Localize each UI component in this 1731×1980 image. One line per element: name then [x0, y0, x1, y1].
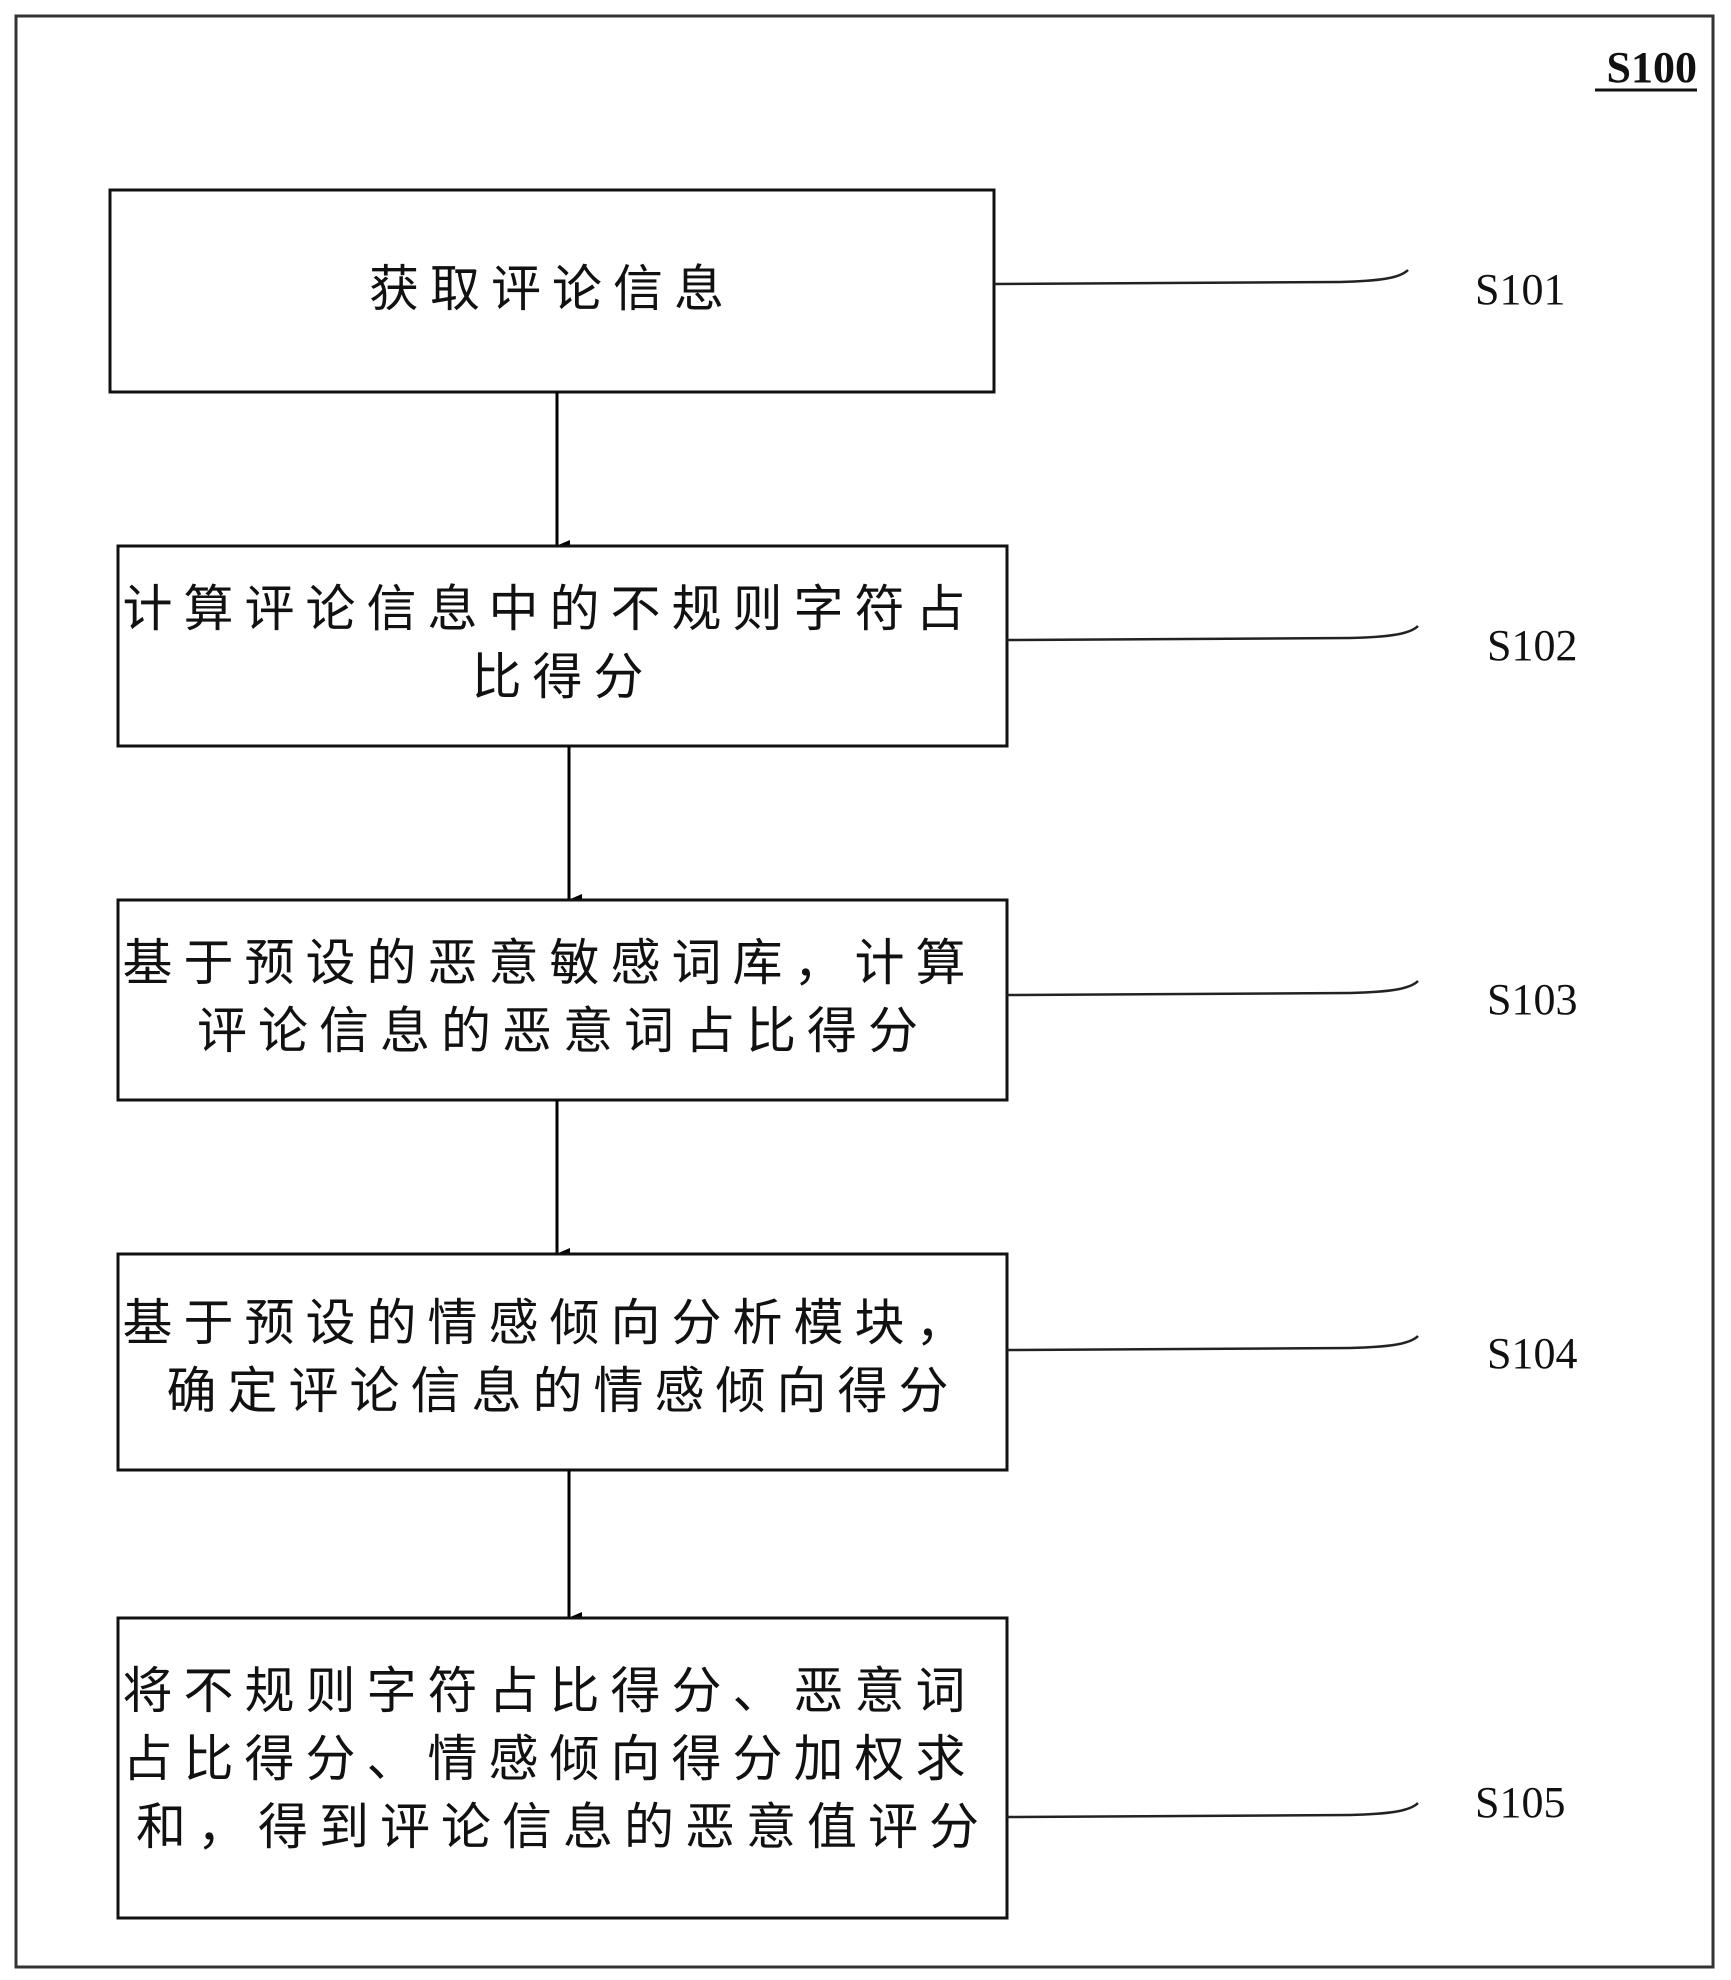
step-label: S104: [1487, 1329, 1577, 1378]
step-s103: 基于预设的恶意敏感词库，计算 评论信息的恶意词占比得分 S103: [116, 898, 1577, 1102]
step-box: [116, 1616, 1009, 1920]
step-label: S102: [1487, 621, 1577, 670]
leader-line: [1006, 980, 1419, 997]
step-box: [108, 188, 996, 394]
step-text: 基于预设的恶意敏感词库，计算 评论信息的恶意词占比得分: [123, 934, 1004, 1060]
step-text-line: 比得分: [472, 648, 655, 706]
step-text-line: 将不规则字符占比得分、恶意词: [123, 1662, 977, 1720]
step-text: 计算评论信息中的不规则字符占 比得分: [123, 580, 1004, 706]
step-text: 获取评论信息: [369, 260, 735, 318]
step-text-line: 和，得到评论信息的恶意值评分: [136, 1798, 990, 1856]
step-box: [116, 1252, 1009, 1472]
step-text-line: 基于预设的情感倾向分析模块，: [123, 1294, 977, 1352]
step-label: S101: [1475, 265, 1565, 314]
step-s102: 计算评论信息中的不规则字符占 比得分 S102: [116, 544, 1577, 748]
diagram-title: S100: [1607, 43, 1697, 92]
step-text-line: 评论信息的恶意词占比得分: [197, 1002, 929, 1060]
leader-line: [1006, 1335, 1419, 1352]
step-text: 基于预设的情感倾向分析模块， 确定评论信息的情感倾向得分: [123, 1294, 1004, 1420]
diagram-frame: [14, 14, 1715, 1969]
step-s104: 基于预设的情感倾向分析模块， 确定评论信息的情感倾向得分 S104: [116, 1252, 1577, 1472]
step-label: S105: [1475, 1778, 1565, 1827]
step-text-line: 确定评论信息的情感倾向得分: [167, 1362, 960, 1420]
step-text-line: 计算评论信息中的不规则字符占: [123, 580, 977, 638]
step-box: [116, 544, 1009, 748]
step-box: [116, 898, 1009, 1102]
step-s101: 获取评论信息 S101: [108, 188, 1565, 394]
step-text: 将不规则字符占比得分、恶意词 占比得分、情感倾向得分加权求 和，得到评论信息的恶…: [123, 1662, 1004, 1856]
leader-line: [993, 269, 1409, 286]
step-label: S103: [1487, 975, 1577, 1024]
step-text-line: 基于预设的恶意敏感词库，计算: [123, 934, 977, 992]
leader-line: [1006, 1802, 1419, 1819]
step-text-line: 占比得分、情感倾向得分加权求: [123, 1730, 977, 1788]
leader-line: [1006, 625, 1419, 642]
step-text-line: 获取评论信息: [369, 260, 735, 318]
step-s105: 将不规则字符占比得分、恶意词 占比得分、情感倾向得分加权求 和，得到评论信息的恶…: [116, 1616, 1565, 1920]
